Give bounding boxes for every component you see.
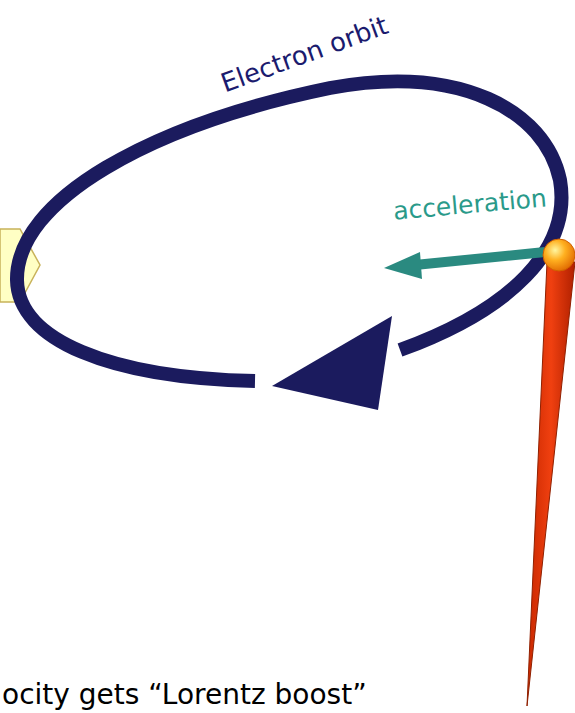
electron-ball xyxy=(543,239,575,271)
orbit-arrowhead xyxy=(272,316,392,410)
acceleration-label: acceleration xyxy=(392,184,548,226)
orbit-path xyxy=(17,82,561,381)
boost-note: ocity gets “Lorentz boost” xyxy=(2,679,367,711)
radiation-cone xyxy=(527,262,575,706)
acceleration-arrowhead xyxy=(384,252,422,279)
acceleration-arrow xyxy=(415,252,545,265)
